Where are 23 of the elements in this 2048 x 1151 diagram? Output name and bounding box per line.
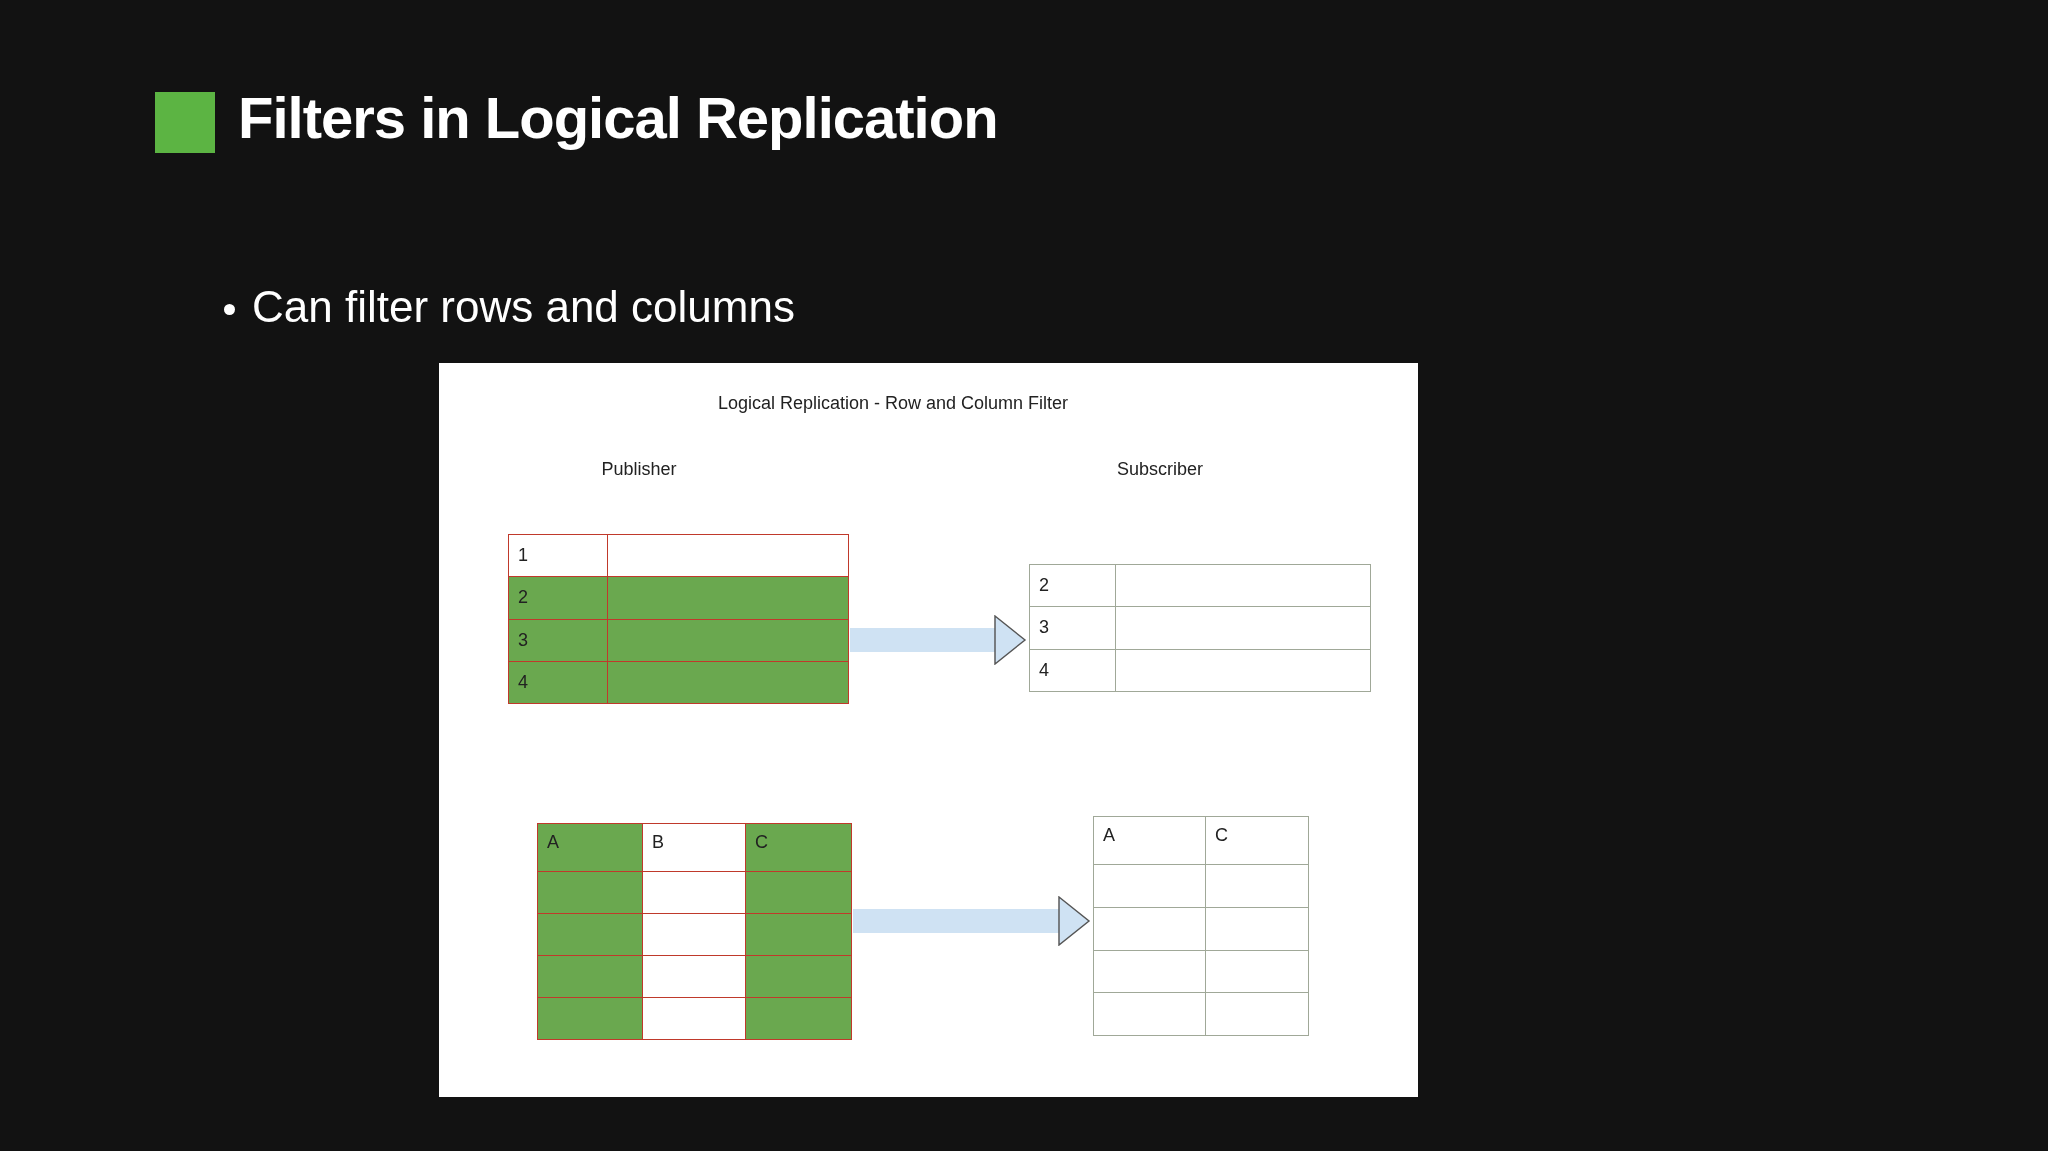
subscriber-table xyxy=(1093,816,1308,1036)
table-cell: 4 xyxy=(1029,649,1116,692)
bullet-text: Can filter rows and columns xyxy=(252,282,795,332)
table-cell: 1 xyxy=(508,534,608,577)
table-cell: 4 xyxy=(508,661,608,704)
publisher-table xyxy=(537,823,851,1040)
column-heading: Publisher xyxy=(601,459,677,480)
subscriber-table xyxy=(1029,564,1370,692)
table-cell: 3 xyxy=(1029,606,1116,650)
block-arrow xyxy=(853,896,1090,946)
table-cell: B xyxy=(642,823,746,872)
table-cell: 2 xyxy=(1029,564,1116,607)
table-cell: A xyxy=(1093,816,1206,865)
table-cell: A xyxy=(537,823,643,872)
table-cell: 2 xyxy=(508,576,608,619)
panel-heading: Logical Replication - Row and Column Filter xyxy=(717,393,1069,414)
publisher-table xyxy=(508,534,848,704)
slide-title: Filters in Logical Replication xyxy=(238,84,998,151)
table-cell: C xyxy=(1205,816,1309,865)
block-arrow xyxy=(850,615,1026,665)
table-cell: C xyxy=(745,823,852,872)
table-cell: 3 xyxy=(508,619,608,662)
column-heading: Subscriber xyxy=(1117,459,1203,480)
